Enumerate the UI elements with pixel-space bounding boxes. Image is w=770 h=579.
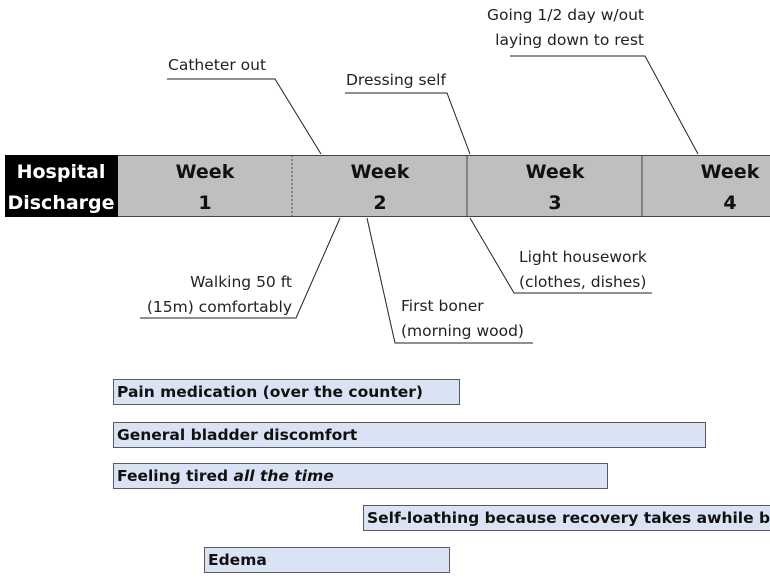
- half-day-leader: [510, 55, 699, 155]
- housework-label-line2: (clothes, dishes): [519, 273, 646, 291]
- week-2-number: 2: [373, 192, 386, 214]
- symptom-bar-italic-text: all the time: [233, 467, 334, 485]
- discharge-label-line2: Discharge: [7, 192, 114, 214]
- symptom-bar-text: Feeling tired: [117, 467, 234, 485]
- week-band: [118, 155, 770, 217]
- half-day-label-line2: laying down to rest: [495, 31, 644, 49]
- week-3-word: Week: [526, 161, 585, 183]
- week-3-number: 3: [548, 192, 561, 214]
- symptom-bar-edema: Edema: [204, 547, 450, 573]
- first-boner-label-line2: (morning wood): [401, 322, 524, 340]
- catheter-out-label: Catheter out: [168, 56, 266, 74]
- week-1-number: 1: [198, 192, 211, 214]
- symptom-bar-text: Edema: [208, 551, 267, 569]
- week-2-word: Week: [351, 161, 410, 183]
- catheter-out-leader: [167, 78, 322, 155]
- first-boner-label-line1: First boner: [401, 297, 484, 315]
- half-day-label-line1: Going 1/2 day w/out: [487, 6, 644, 24]
- walking-label-line2: (15m) comfortably: [147, 298, 292, 316]
- discharge-cell: [5, 155, 118, 217]
- symptom-bar-bladder-discomfort: General bladder discomfort: [113, 422, 706, 448]
- first-boner-leader: [366, 217, 533, 344]
- symptom-bar-feeling-tired: Feeling tired all the time: [113, 463, 608, 489]
- housework-leader: [469, 217, 652, 294]
- week-4-word: Week: [701, 161, 760, 183]
- walking-label-line1: Walking 50 ft: [190, 273, 292, 291]
- symptom-bar-text: General bladder discomfort: [117, 426, 358, 444]
- week-4-number: 4: [723, 192, 736, 214]
- dressing-self-label: Dressing self: [346, 71, 446, 89]
- housework-label-line1: Light housework: [519, 248, 647, 266]
- walking-leader: [140, 217, 341, 319]
- symptom-bar-text: Self-loathing because recovery takes awh…: [367, 509, 770, 527]
- discharge-label-line1: Hospital: [17, 161, 106, 183]
- symptom-bar-pain-medication: Pain medication (over the counter): [113, 379, 460, 405]
- symptom-bar-self-loathing: Self-loathing because recovery takes awh…: [363, 505, 770, 531]
- dressing-self-leader: [345, 92, 471, 155]
- week-1-word: Week: [176, 161, 235, 183]
- symptom-bar-text: Pain medication (over the counter): [117, 383, 423, 401]
